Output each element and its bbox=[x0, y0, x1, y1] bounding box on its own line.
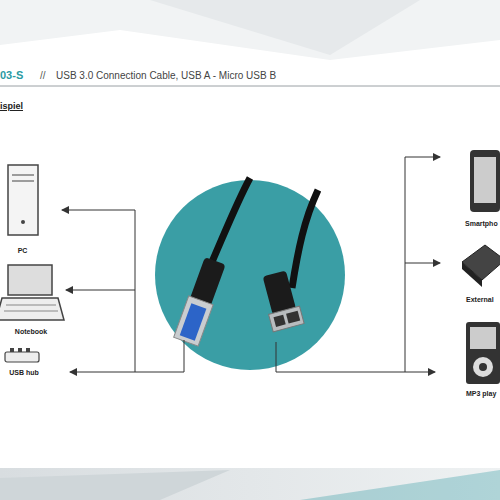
cable bbox=[292, 190, 318, 288]
product-code: 03-S bbox=[0, 69, 23, 81]
device-label: MP3 play bbox=[466, 390, 500, 398]
notebook-icon bbox=[0, 265, 64, 320]
section-heading: ispiel bbox=[0, 101, 23, 111]
device-node: MP3 play bbox=[466, 318, 500, 398]
usb-a-plug bbox=[174, 256, 228, 346]
device-node: External bbox=[466, 240, 500, 304]
device-label: External bbox=[466, 296, 500, 304]
device-label: PC bbox=[0, 247, 45, 255]
background-shape bbox=[150, 0, 420, 55]
device-node: PC bbox=[0, 160, 45, 255]
diagram-title: USB 3.0 Connection Cable, USB A - Micro … bbox=[56, 70, 276, 81]
smartphone-icon bbox=[470, 150, 500, 212]
micro-usb-plug bbox=[259, 269, 304, 331]
device-label: Notebook bbox=[0, 328, 62, 336]
device-label: USB hub bbox=[0, 369, 48, 377]
header-rule bbox=[0, 86, 500, 87]
footer-shape bbox=[300, 470, 500, 500]
device-label: Smartpho bbox=[465, 220, 500, 228]
usb-hub-icon bbox=[5, 348, 39, 362]
separator: // bbox=[40, 70, 46, 81]
footer-shape bbox=[0, 470, 230, 500]
device-node: Notebook bbox=[0, 262, 62, 336]
background-shape bbox=[0, 0, 500, 60]
mp3-player-icon bbox=[466, 322, 500, 384]
pc-icon bbox=[8, 165, 38, 235]
leader-arrows bbox=[62, 157, 440, 372]
external-drive-icon bbox=[462, 245, 500, 287]
footer-band bbox=[0, 468, 500, 500]
cable bbox=[212, 178, 250, 262]
device-node: USB hub bbox=[0, 345, 48, 377]
device-node: Smartpho bbox=[465, 148, 500, 228]
